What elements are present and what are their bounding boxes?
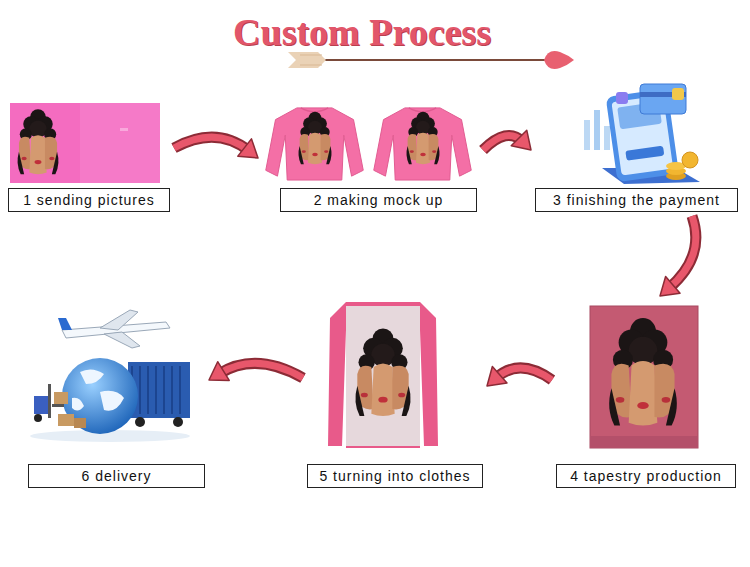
arrow-shaft (496, 368, 552, 380)
arrow-head (209, 362, 229, 381)
delivery-illustration (30, 310, 190, 442)
step-label: 6 delivery (28, 464, 205, 488)
arrow-shaft (669, 216, 696, 288)
arrow-shaft (174, 137, 249, 150)
step-label: 5 turning into clothes (307, 464, 483, 488)
flow-arrow (487, 366, 552, 386)
arrow-outline (669, 216, 696, 288)
step-label: 2 making mock up (280, 188, 477, 212)
arrow-head (660, 277, 680, 296)
flow-arrow (483, 130, 531, 150)
arrow-outline (219, 363, 303, 378)
step-node: 3 finishing the payment (535, 78, 738, 212)
arrow-head (511, 130, 531, 150)
arrow-shaft (219, 363, 303, 378)
step-label: 3 finishing the payment (535, 188, 738, 212)
flow-arrow (209, 362, 303, 381)
payment-illustration (584, 84, 700, 184)
title: Custom Process (0, 10, 724, 54)
pictures-illustration (10, 103, 160, 183)
arrow-outline (496, 368, 552, 380)
arrow-outline (174, 137, 249, 150)
step-node: 1 sending pictures (8, 100, 170, 212)
step-label: 1 sending pictures (8, 188, 170, 212)
title-arrow (288, 51, 574, 69)
clothes-illustration (328, 302, 438, 448)
flow-arrow (174, 137, 258, 158)
step-label: 4 tapestry production (556, 464, 736, 488)
arrow-head (487, 366, 507, 386)
flow-arrow (660, 216, 696, 296)
arrow-head (238, 139, 258, 158)
step-node: 4 tapestry production (556, 300, 736, 488)
step-node: 5 turning into clothes (307, 296, 483, 488)
step-node: 2 making mock up (262, 100, 479, 212)
mockup-illustration (266, 108, 472, 180)
step-node: 6 delivery (28, 300, 205, 488)
tapestry-illustration (590, 306, 698, 448)
